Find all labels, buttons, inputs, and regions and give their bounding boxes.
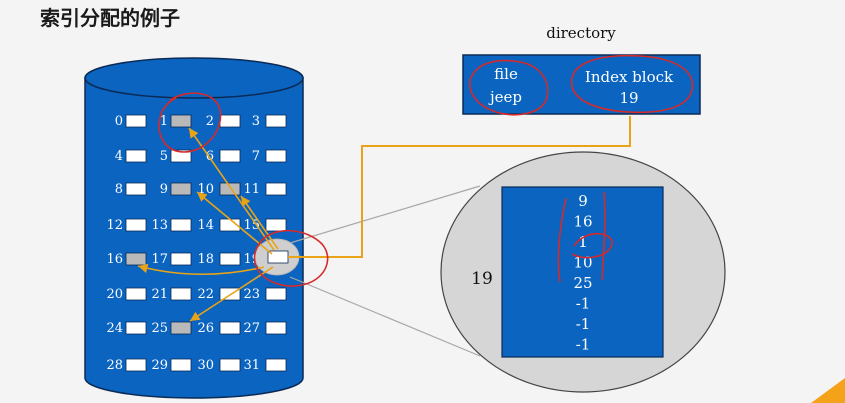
index-entry: 16: [573, 213, 592, 231]
annotation-circle-block-1: [158, 92, 222, 153]
block-number: 31: [243, 358, 260, 373]
directory-table: directory file jeep Index block 19: [462, 24, 701, 115]
block-free: [125, 149, 147, 163]
block-used: [170, 182, 192, 196]
block-used: [170, 321, 192, 335]
block-free: [219, 358, 241, 372]
block-number: 25: [151, 321, 168, 336]
block-free: [265, 321, 287, 335]
block-number: 24: [106, 321, 123, 336]
arrow-19-to-25: [189, 266, 274, 322]
block-number: 14: [197, 218, 214, 233]
block-number: 4: [115, 149, 123, 164]
block-number: 29: [151, 358, 168, 373]
block-number: 15: [243, 218, 260, 233]
block-number: 26: [197, 321, 214, 336]
block-used: [125, 252, 147, 266]
block-number: 27: [243, 321, 260, 336]
block-number: 11: [243, 182, 260, 197]
block-free: [125, 182, 147, 196]
block-free: [219, 149, 241, 163]
index-entry: -1: [576, 336, 591, 354]
block-free: [125, 287, 147, 301]
zoom-connector-top: [289, 185, 481, 244]
annotation-circle-block-19: [253, 229, 329, 287]
block-free: [265, 182, 287, 196]
block-number: 1: [160, 114, 168, 129]
block-number: 5: [160, 149, 168, 164]
block-free: [125, 114, 147, 128]
index-entry: -1: [576, 295, 591, 313]
block-free: [265, 114, 287, 128]
arrow-19-to-10: [240, 195, 279, 250]
red-annotations: [158, 54, 694, 287]
block-number: 20: [106, 287, 123, 302]
block-free: [219, 321, 241, 335]
index-entry: 9: [578, 192, 588, 210]
block-used: [219, 182, 241, 196]
arrow-19-to-16: [137, 263, 265, 276]
corner-accent: [811, 378, 845, 403]
block-free: [125, 358, 147, 372]
directory-label: directory: [546, 24, 616, 42]
index-block-box: [501, 186, 664, 358]
index-entry: 1: [578, 233, 588, 251]
index-block-label: 19: [471, 269, 493, 289]
block-number: 18: [197, 252, 214, 267]
block-number: 0: [115, 114, 123, 129]
block-number: 2: [206, 114, 214, 129]
index-entry: 25: [573, 274, 592, 292]
block-number: 21: [151, 287, 168, 302]
directory-file-name: jeep: [488, 88, 522, 106]
directory-index-header: Index block: [585, 68, 674, 86]
zoom-connector-bottom: [289, 276, 481, 357]
block-free: [125, 321, 147, 335]
block-free: [219, 252, 241, 266]
block-free: [219, 114, 241, 128]
block-free: [265, 149, 287, 163]
block-number: 28: [106, 358, 123, 373]
block-free: [265, 218, 287, 232]
block-number: 13: [151, 218, 168, 233]
block-used: [170, 114, 192, 128]
block-number: 22: [197, 287, 214, 302]
block-free: [265, 358, 287, 372]
block-free: [125, 218, 147, 232]
block-number: 23: [243, 287, 260, 302]
block-number: 3: [252, 114, 260, 129]
block-number: 7: [252, 149, 260, 164]
block-free: [170, 252, 192, 266]
index-entry: -1: [576, 315, 591, 333]
block-number: 9: [160, 182, 168, 197]
annotation-circle-index-block: [570, 54, 694, 114]
block-free: [170, 287, 192, 301]
directory-index-value: 19: [619, 89, 638, 107]
block-free: [265, 287, 287, 301]
directory-file-header: file: [494, 65, 518, 83]
annotation-circle-file: [469, 59, 549, 116]
annotation-index-marks: [557, 191, 613, 283]
block-number: 16: [106, 252, 123, 267]
directory-pointer-line: [288, 116, 631, 258]
block-number: 12: [106, 218, 123, 233]
block-number: 6: [206, 149, 214, 164]
block-number: 8: [115, 182, 123, 197]
block-number: 30: [197, 358, 214, 373]
block-number: 17: [151, 252, 168, 267]
arrow-19-to-1: [188, 127, 275, 251]
page-title: 索引分配的例子: [40, 6, 180, 30]
block-free: [170, 149, 192, 163]
block-free: [170, 358, 192, 372]
block-free: [170, 218, 192, 232]
